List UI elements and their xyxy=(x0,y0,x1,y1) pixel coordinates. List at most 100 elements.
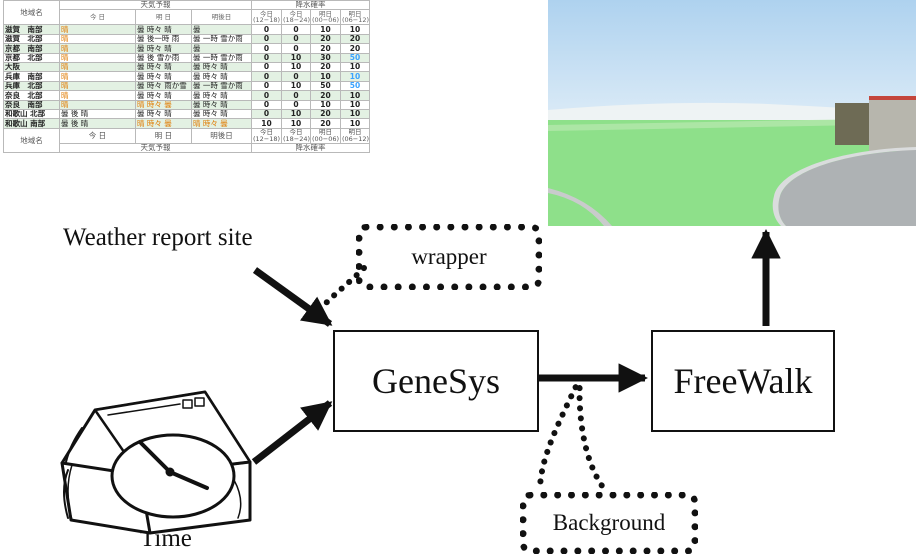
wrapper-box: wrapper xyxy=(356,224,542,290)
precip-cell: 0 xyxy=(251,52,282,63)
precip-cell: 20 xyxy=(340,43,370,54)
col-header-forecast: 天気予報 xyxy=(59,0,252,11)
forecast-tomorrow-cell: 曇 時々 晴 xyxy=(135,71,192,82)
precip-cell: 0 xyxy=(251,71,282,82)
region-cell: 兵庫 北部 xyxy=(3,80,60,92)
forecast-today-cell: 晴 xyxy=(59,24,136,35)
building xyxy=(835,103,869,145)
forecast-tomorrow-cell: 曇 時々 晴 xyxy=(135,61,192,73)
region-cell: 奈良 北部 xyxy=(3,90,60,101)
col-header-today: 今 日 xyxy=(59,9,136,26)
precip-cell: 0 xyxy=(281,90,311,101)
freewalk-box: FreeWalk xyxy=(651,330,835,432)
genesys-label: GeneSys xyxy=(372,361,500,401)
precip-cell: 0 xyxy=(251,80,282,92)
arrow-icon xyxy=(252,267,333,327)
footer-tomorrow: 明 日 xyxy=(135,127,192,144)
region-cell: 京都 南部 xyxy=(3,43,60,54)
region-cell: 和歌山 南部 xyxy=(3,118,60,129)
precip-cell: 20 xyxy=(310,118,341,129)
forecast-day-after-cell: 晴 時々 曇 xyxy=(191,118,252,129)
background-box: Background xyxy=(520,492,698,554)
footer-precip: 降水確率 xyxy=(251,142,370,154)
region-cell: 滋賀 北部 xyxy=(3,33,60,45)
walking-path xyxy=(778,150,916,226)
background-label: Background xyxy=(552,510,666,535)
precip-cell: 10 xyxy=(340,71,370,82)
forecast-today-cell: 晴 xyxy=(59,80,136,92)
forecast-tomorrow-cell: 晴 時々 曇 xyxy=(135,118,192,129)
precip-cell: 10 xyxy=(281,80,311,92)
freewalk-label: FreeWalk xyxy=(673,361,813,401)
forecast-today-cell: 晴 xyxy=(59,43,136,54)
region-cell: 兵庫 南部 xyxy=(3,71,60,82)
building-white xyxy=(869,98,916,151)
region-cell: 和歌山 北部 xyxy=(3,108,60,120)
forecast-day-after-cell: 曇 時々 晴 xyxy=(191,108,252,120)
precip-cell: 10 xyxy=(340,118,370,129)
forecast-tomorrow-cell: 曇 時々 晴 xyxy=(135,90,192,101)
precip-cell: 10 xyxy=(310,24,341,35)
precip-cell: 10 xyxy=(281,118,311,129)
precip-cell: 20 xyxy=(310,43,341,54)
footer-today: 今 日 xyxy=(59,127,136,144)
wrapper-label: wrapper xyxy=(411,244,487,269)
precip-cell: 0 xyxy=(281,71,311,82)
forecast-day-after-cell: 曇 時々 晴 xyxy=(191,90,252,101)
precip-cell: 0 xyxy=(251,24,282,35)
footer-precip-slot: 今日 (12−18) xyxy=(251,127,282,144)
footer-day-after: 明後日 xyxy=(191,127,252,144)
region-cell: 奈良 南部 xyxy=(3,99,60,110)
col-header-region: 地域名 xyxy=(3,0,60,26)
region-cell: 京都 北部 xyxy=(3,52,60,63)
region-cell: 滋賀 南部 xyxy=(3,24,60,35)
precip-cell: 0 xyxy=(251,90,282,101)
precip-cell: 50 xyxy=(310,80,341,92)
col-header-tomorrow: 明 日 xyxy=(135,9,192,26)
forecast-day-after-cell: 曇 一時 雪か雨 xyxy=(191,52,252,63)
footer-region: 地域名 xyxy=(3,127,60,154)
precip-cell: 30 xyxy=(310,52,341,63)
col-header-precip-slot: 明日 (00−06) xyxy=(310,9,341,26)
col-header-precip-slot: 今日 (12−18) xyxy=(251,9,282,26)
precip-cell: 10 xyxy=(281,61,311,73)
col-header-precip-slot: 今日 (18−24) xyxy=(281,9,311,26)
precip-cell: 20 xyxy=(310,90,341,101)
forecast-today-cell: 晴 xyxy=(59,99,136,110)
weather-report-site-label: Weather report site xyxy=(63,224,253,251)
precip-cell: 0 xyxy=(281,99,311,110)
precip-cell: 0 xyxy=(281,33,311,45)
precip-cell: 10 xyxy=(340,24,370,35)
precip-cell: 10 xyxy=(310,71,341,82)
arrow-icon xyxy=(251,400,333,465)
col-header-precip: 降水確率 xyxy=(251,0,370,11)
col-header-day-after: 明後日 xyxy=(191,9,252,26)
footer-precip-slot: 明日 (00−06) xyxy=(310,127,341,144)
footer-precip-slot: 明日 (06−12) xyxy=(340,127,370,144)
forecast-day-after-cell: 曇 一時 雪か雨 xyxy=(191,80,252,92)
freewalk-3d-scene xyxy=(548,0,916,226)
precip-cell: 20 xyxy=(310,108,341,120)
precip-cell: 50 xyxy=(340,80,370,92)
forecast-today-cell: 晴 xyxy=(59,52,136,63)
footer-precip-slot: 今日 (18−24) xyxy=(281,127,311,144)
precip-cell: 10 xyxy=(340,61,370,73)
forecast-day-after-cell: 曇 xyxy=(191,24,252,35)
forecast-day-after-cell: 曇 一時 雪か雨 xyxy=(191,33,252,45)
forecast-tomorrow-cell: 曇 時々 晴 xyxy=(135,24,192,35)
precip-cell: 10 xyxy=(340,99,370,110)
background-connector xyxy=(576,375,608,493)
precip-cell: 10 xyxy=(340,90,370,101)
forecast-today-cell: 晴 xyxy=(59,33,136,45)
forecast-today-cell: 晴 xyxy=(59,71,136,82)
